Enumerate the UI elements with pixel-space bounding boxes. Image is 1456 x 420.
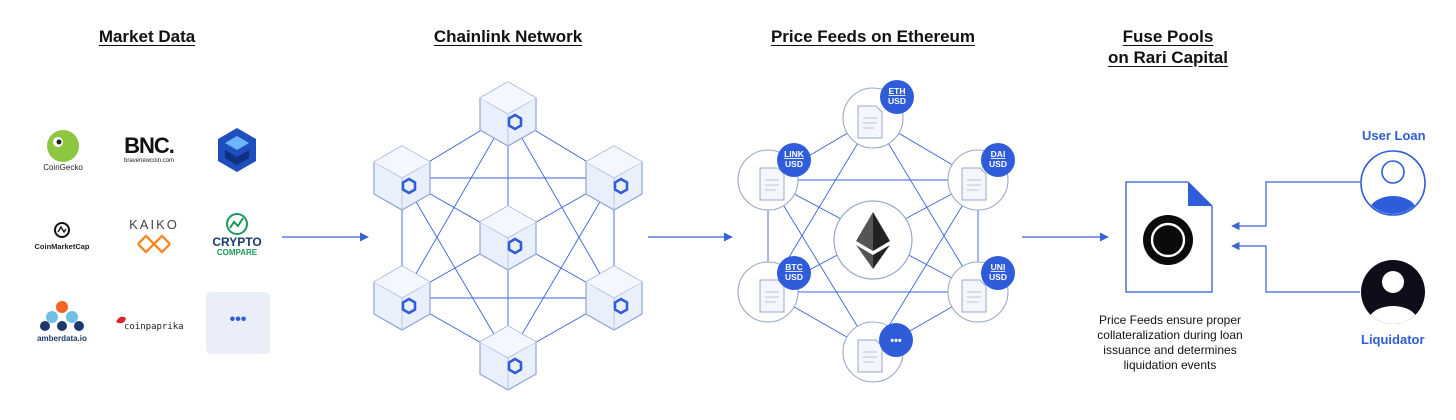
coingecko-icon	[47, 130, 79, 162]
feed-node-uni: UNI USD	[947, 256, 1015, 323]
logo-coinmarketcap: CoinMarketCap	[26, 242, 98, 251]
heading-fuse-pools-line2: on Rari Capital	[1108, 48, 1228, 67]
logo-amberdata-text: amberdata.io	[37, 334, 87, 343]
logo-bnc-sub: bravenewcoin.com	[123, 158, 175, 164]
logo-coingecko-text: CoinGecko	[43, 163, 83, 172]
rari-capital-logo-icon	[1143, 215, 1193, 265]
feed-uni-quote: USD	[989, 272, 1007, 282]
feed-link-quote: USD	[785, 159, 803, 169]
feed-btc-quote: USD	[785, 272, 803, 282]
chainlink-node-lower-left	[372, 264, 432, 332]
hexagon-logo-icon	[218, 128, 256, 172]
logo-coingecko: CoinGecko	[28, 163, 98, 172]
amberdata-icon	[40, 301, 84, 331]
fuse-caption: Price Feeds ensure proper collateralizat…	[1097, 313, 1243, 372]
logo-crypto-text: CRYPTO	[212, 235, 262, 249]
more-sources-tile	[206, 292, 270, 354]
ethereum-hub	[833, 200, 913, 280]
user-loan-label: User Loan	[1362, 128, 1426, 143]
chainlink-node-top	[478, 80, 538, 148]
logo-compare-text: COMPARE	[216, 248, 258, 257]
logo-coinpaprika-text: coinpaprika	[124, 322, 184, 332]
kaiko-icon	[137, 234, 171, 254]
logo-cryptocompare: CRYPTO COMPARE	[207, 236, 267, 258]
heading-chainlink-network: Chainlink Network	[433, 27, 583, 46]
feed-link-base: LINK	[784, 149, 805, 159]
feed-uni-base: UNI	[991, 262, 1006, 272]
heading-fuse-pools: Fuse Pools on Rari Capital	[1090, 26, 1246, 68]
coinpaprika-icon	[116, 316, 126, 324]
logo-coinmarketcap-text: CoinMarketCap	[34, 242, 90, 251]
feed-node-btc: BTC USD	[737, 256, 811, 323]
ethereum-icon	[856, 212, 890, 269]
feed-eth-base: ETH	[889, 86, 906, 96]
user-loan-avatar-icon	[1360, 150, 1426, 216]
logo-kaiko-text: KAIKO	[129, 217, 179, 232]
chainlink-node-lower-right	[584, 264, 644, 332]
liquidator-label: Liquidator	[1361, 332, 1425, 347]
logo-bnc: BNC. bravenewcoin.com	[114, 133, 184, 165]
chainlink-node-upper-left	[372, 144, 432, 212]
feed-dai-quote: USD	[989, 159, 1007, 169]
liquidator-avatar-icon	[1361, 260, 1425, 324]
heading-market-data: Market Data	[98, 27, 196, 46]
logo-bnc-brand: BNC.	[124, 133, 175, 158]
feed-eth-quote: USD	[888, 96, 906, 106]
chainlink-node-bottom	[478, 324, 538, 392]
coinmarketcap-icon	[54, 222, 70, 238]
heading-fuse-pools-line1: Fuse Pools	[1122, 27, 1214, 46]
role-connectors	[1231, 181, 1360, 293]
fuse-pool-document	[1125, 181, 1213, 293]
chainlink-node-center	[478, 204, 538, 272]
feed-node-link: LINK USD	[737, 143, 811, 211]
feed-more-dots: •••	[890, 335, 902, 347]
feed-dai-base: DAI	[991, 149, 1006, 159]
logo-kaiko: KAIKO	[124, 217, 184, 232]
more-sources-dots: •••	[229, 311, 247, 328]
feed-node-dai: DAI USD	[947, 143, 1015, 211]
chainlink-node-upper-right	[584, 144, 644, 212]
heading-price-feeds: Price Feeds on Ethereum	[770, 27, 976, 46]
cryptocompare-icon	[226, 213, 248, 235]
more-sources: •••	[206, 311, 270, 329]
logo-coinpaprika: coinpaprika	[124, 316, 188, 334]
logo-amberdata: amberdata.io	[26, 334, 98, 343]
feed-btc-base: BTC	[785, 262, 802, 272]
feed-node-eth: ETH USD	[842, 80, 914, 149]
feed-node-more: •••	[842, 321, 913, 383]
